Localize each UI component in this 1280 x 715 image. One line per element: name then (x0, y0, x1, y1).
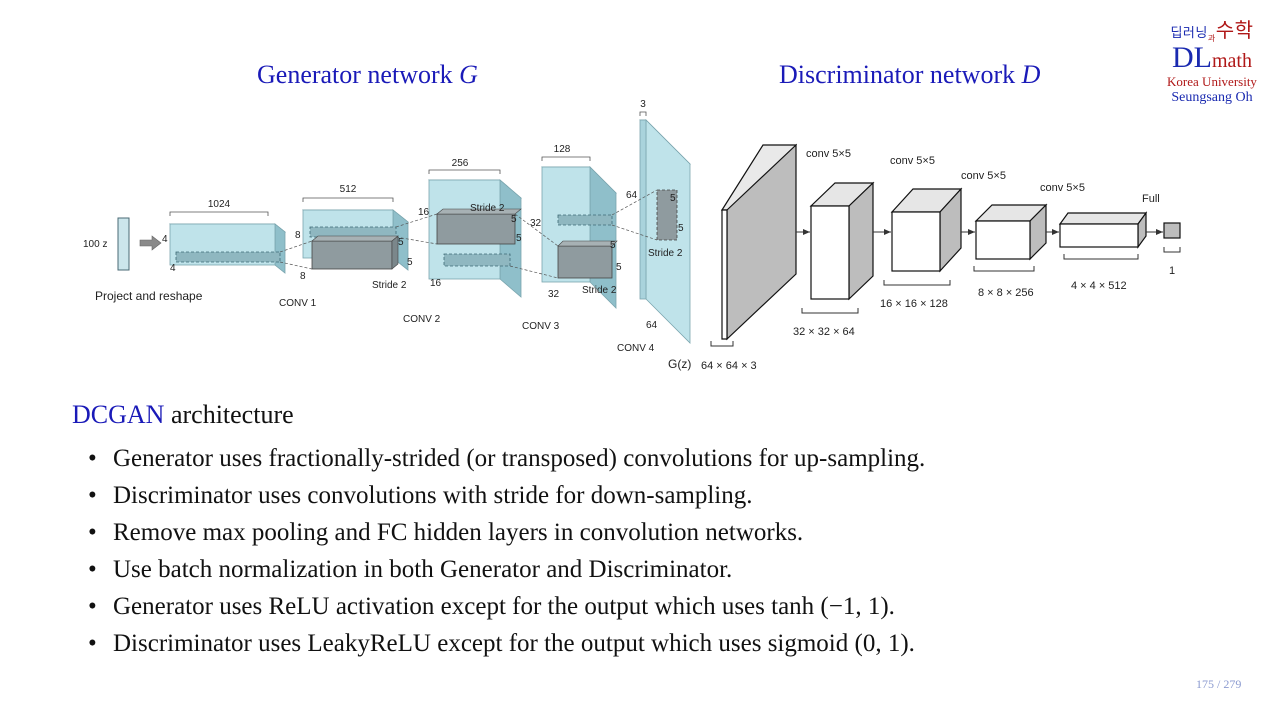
disc-shape-1: 32 × 32 × 64 (793, 326, 855, 338)
gen-stride-4: Stride 2 (648, 248, 683, 259)
gen-kernel-3a: 5 (610, 240, 616, 251)
disc-braces (710, 247, 1181, 347)
gen-layer-128 (541, 166, 618, 309)
caption-highlight: DCGAN (72, 400, 165, 429)
discriminator-title-text: Discriminator network (779, 60, 1016, 89)
gen-size-64b: 64 (646, 320, 658, 331)
generator-diagram: 100 z Project and reshape (83, 99, 691, 371)
logo-hangul-left: 딥러닝 (1170, 26, 1208, 41)
generator-title-var: G (459, 60, 478, 89)
gen-layer-512 (301, 209, 410, 271)
page-total: 279 (1223, 677, 1242, 691)
dcgan-diagram: 100 z Project and reshape (83, 99, 1181, 372)
gen-conv-3-label: CONV 3 (522, 321, 560, 332)
disc-shape-2: 16 × 16 × 128 (880, 298, 948, 310)
bullet-item: Use batch normalization in both Generato… (88, 551, 1248, 588)
bullet-item: Generator uses ReLU activation except fo… (88, 588, 1248, 625)
gen-size-4a: 4 (162, 234, 168, 245)
gen-layer-output (639, 119, 691, 344)
caption-rest: architecture (164, 400, 294, 429)
page-current: 175 (1196, 677, 1214, 691)
project-arrow-icon (139, 235, 162, 251)
gen-size-64a: 64 (626, 190, 638, 201)
disc-block-1 (809, 181, 875, 301)
disc-shape-4: 4 × 4 × 512 (1071, 280, 1127, 292)
gen-conv-1-label: CONV 1 (279, 298, 317, 309)
gen-stride-3: Stride 2 (582, 285, 617, 296)
logo-wordmark: DLmath (1160, 43, 1264, 73)
discriminator-diagram: conv 5×5 conv 5×5 conv 5×5 conv 5×5 Full… (701, 143, 1181, 372)
gen-layer-1024 (168, 223, 287, 274)
disc-output-unit (1163, 222, 1181, 239)
discriminator-title-var: D (1021, 60, 1041, 89)
logo-hangul-right: 수학 (1215, 18, 1254, 42)
page-number: 175 / 279 (1196, 677, 1241, 692)
discriminator-title: Discriminator network D (779, 60, 1040, 90)
gen-dim-braces (169, 111, 647, 216)
gen-kernel-4b: 5 (678, 223, 684, 234)
disc-full-label: Full (1142, 193, 1160, 205)
gen-stride-2: Stride 2 (470, 203, 505, 214)
disc-shape-5: 1 (1169, 265, 1175, 277)
gen-dim-3: 3 (640, 99, 646, 110)
z-input-label: 100 z (83, 239, 107, 250)
z-vector (117, 217, 130, 271)
gen-size-32b: 32 (548, 289, 560, 300)
logo-author: Seungsang Oh (1171, 90, 1253, 105)
dlmath-logo: 딥러닝과수학 DLmath Korea University Seungsang… (1160, 20, 1264, 105)
disc-block-2 (890, 187, 963, 273)
project-reshape-label: Project and reshape (95, 289, 203, 303)
gen-size-4b: 4 (170, 263, 176, 274)
gen-kernel-2b: 5 (516, 233, 522, 244)
bullet-item: Discriminator uses convolutions with str… (88, 477, 1248, 514)
gen-kernel-1b: 5 (407, 257, 413, 268)
gen-conv-2-label: CONV 2 (403, 314, 441, 325)
gen-conv-4-label: CONV 4 (617, 343, 655, 354)
gen-size-32a: 32 (530, 218, 542, 229)
logo-hangul-small: 과 (1207, 34, 1216, 43)
bullet-item: Remove max pooling and FC hidden layers … (88, 514, 1248, 551)
gen-dim-1024: 1024 (208, 199, 231, 210)
gen-kernel-1a: 5 (398, 237, 404, 248)
disc-shape-0: 64 × 64 × 3 (701, 360, 757, 372)
gen-stride-1: Stride 2 (372, 280, 407, 291)
disc-block-4 (1058, 211, 1148, 249)
gen-kernel-4a: 5 (670, 193, 676, 204)
gen-size-16b: 16 (430, 278, 442, 289)
gen-size-8a: 8 (295, 230, 301, 241)
gen-dim-256: 256 (452, 158, 469, 169)
logo-dl: DL (1172, 41, 1212, 74)
gen-output-label: G(z) (668, 357, 691, 371)
disc-conv-1-label: conv 5×5 (806, 148, 851, 160)
gen-size-16a: 16 (418, 207, 430, 218)
gen-dim-512: 512 (340, 184, 357, 195)
disc-block-3 (974, 203, 1048, 261)
gen-dim-128: 128 (554, 144, 571, 155)
disc-conv-3-label: conv 5×5 (961, 170, 1006, 182)
logo-university: Korea University (1167, 74, 1257, 89)
generator-title-text: Generator network (257, 60, 453, 89)
bullet-item: Generator uses fractionally-strided (or … (88, 440, 1248, 477)
disc-shape-3: 8 × 8 × 256 (978, 287, 1034, 299)
generator-title: Generator network G (257, 60, 478, 90)
disc-conv-4-label: conv 5×5 (1040, 182, 1085, 194)
gen-kernel-2a: 5 (511, 214, 517, 225)
disc-input-slab (720, 143, 798, 341)
gen-layer-256 (427, 179, 523, 298)
gen-size-8b: 8 (300, 271, 306, 282)
gen-kernel-3b: 5 (616, 262, 622, 273)
logo-hangul: 딥러닝과수학 (1160, 20, 1264, 43)
diagram-caption: DCGAN architecture (72, 400, 294, 430)
page-separator: / (1217, 677, 1221, 691)
logo-math: math (1212, 50, 1252, 72)
gen-projection-lines (279, 189, 658, 279)
bullet-list: Generator uses fractionally-strided (or … (88, 440, 1248, 662)
bullet-item: Discriminator uses LeakyReLU except for … (88, 625, 1248, 662)
disc-conv-2-label: conv 5×5 (890, 155, 935, 167)
